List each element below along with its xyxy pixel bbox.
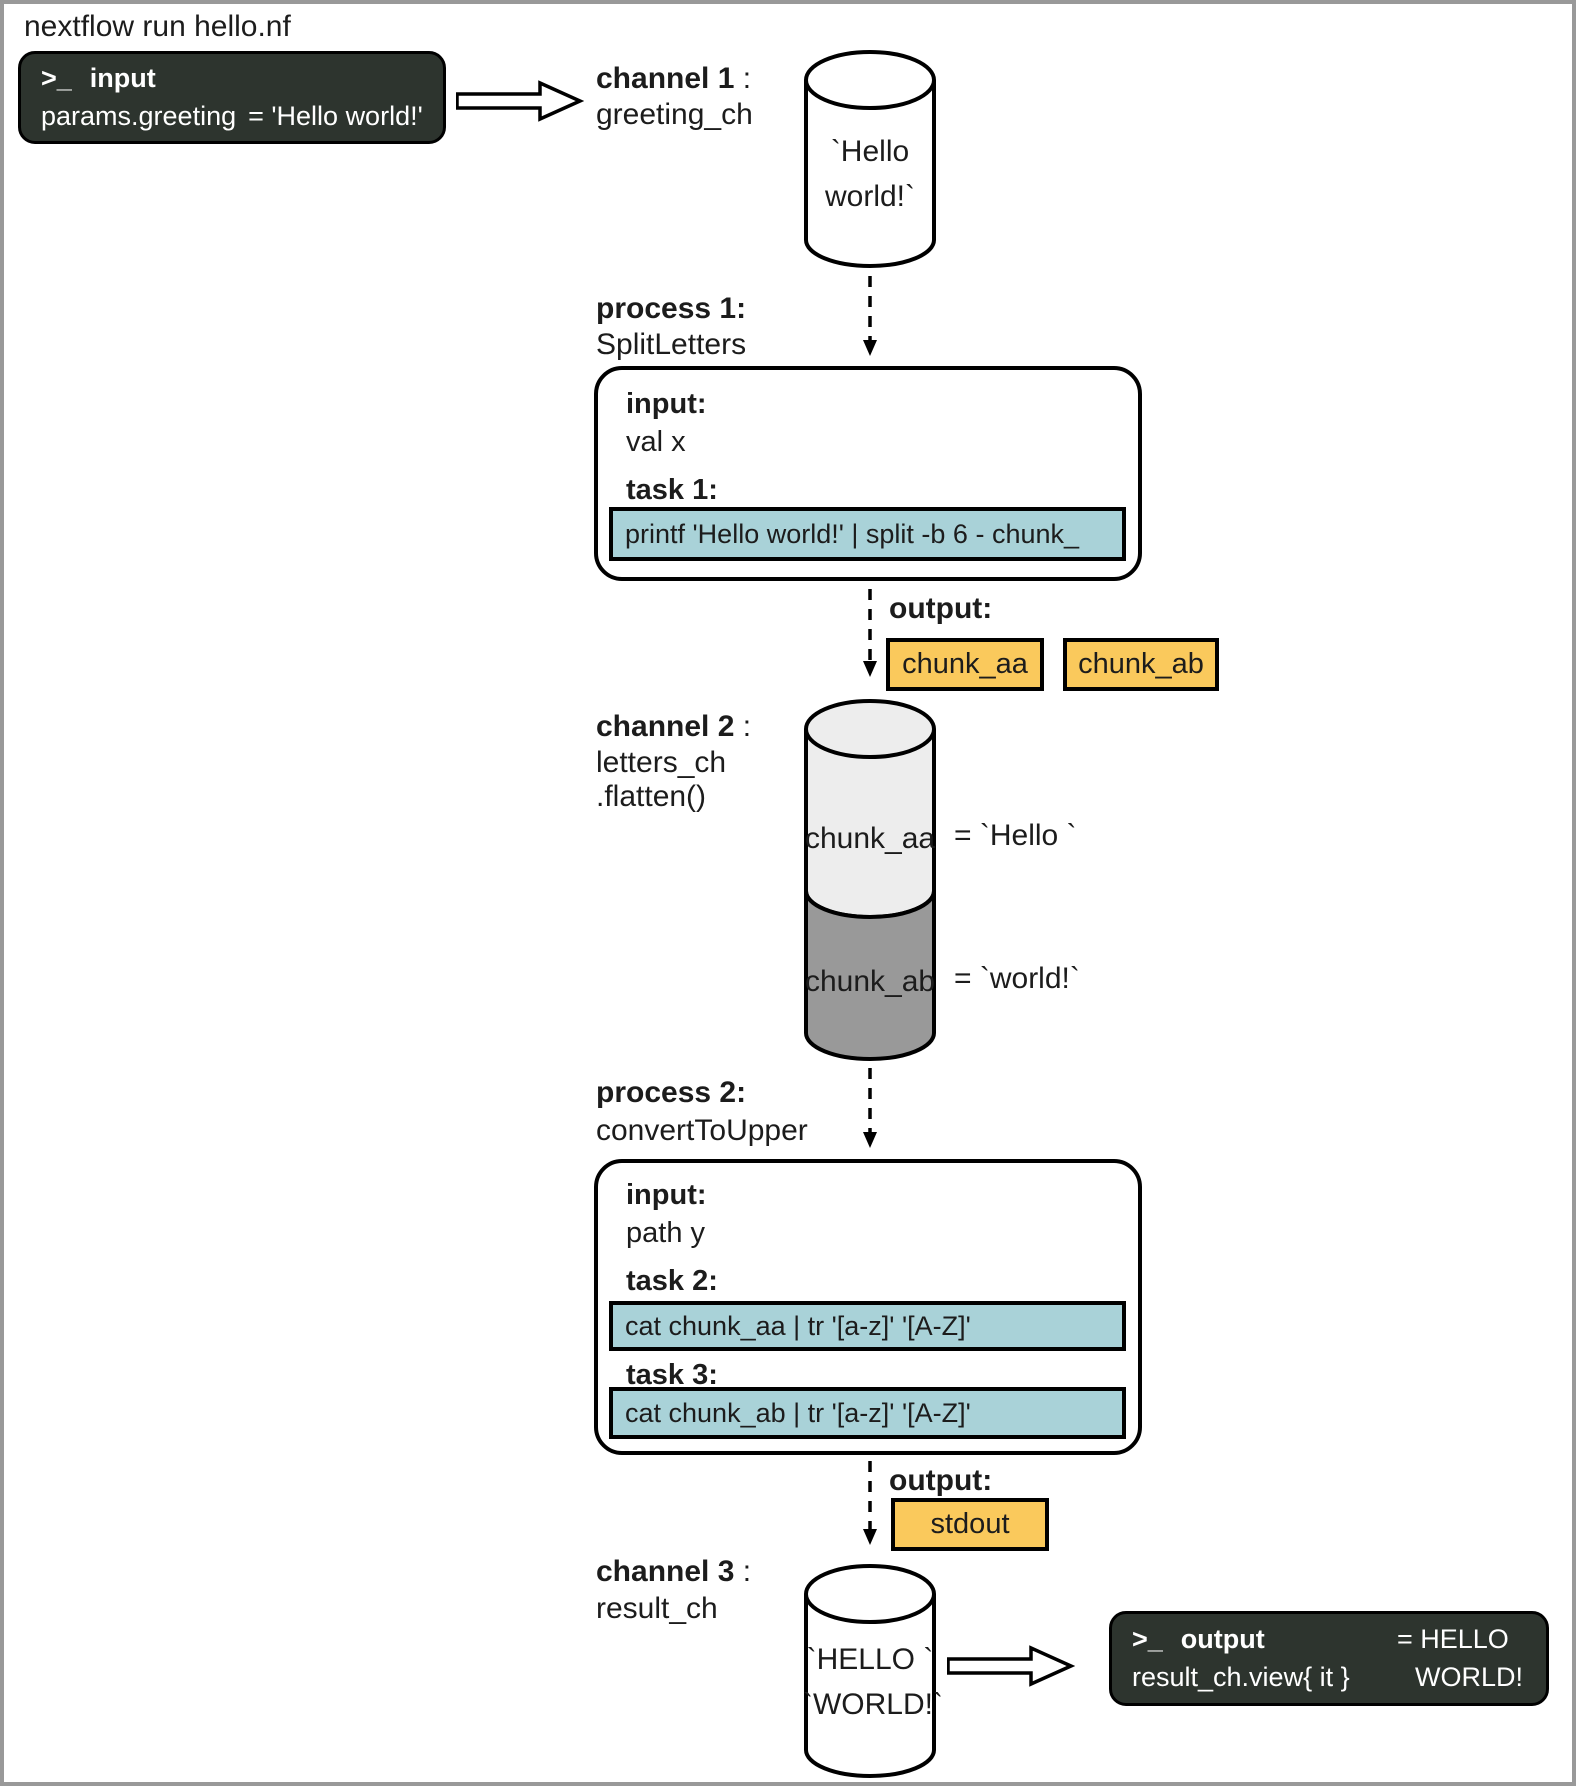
arrow-input-to-channel1-icon <box>456 80 584 122</box>
terminal-prompt-icon: >_ <box>41 63 72 93</box>
output2-label: output: <box>889 1464 993 1497</box>
channel2-item2-value: = `world!` <box>954 962 1080 995</box>
channel2-item2-label: chunk_ab <box>805 965 936 998</box>
channel2-operator: .flatten() <box>596 780 707 813</box>
input-terminal-assignment: = 'Hello world!' <box>248 101 423 131</box>
process2-input-label: input: <box>626 1179 707 1211</box>
output-terminal-label: output <box>1180 1624 1265 1654</box>
dashed-arrow-3-icon <box>863 1068 877 1148</box>
output2-stdout-box: stdout <box>891 1498 1049 1551</box>
input-terminal-code: params.greeting <box>41 101 237 131</box>
process1-label: process 1: <box>596 292 747 325</box>
channel3-name: result_ch <box>596 1592 718 1625</box>
dashed-arrow-1-icon <box>863 276 877 356</box>
channel2-item1-label: chunk_aa <box>805 822 936 855</box>
output-terminal-header: >_ output <box>1132 1624 1265 1655</box>
channel1-label: channel 1 : <box>596 62 752 95</box>
output-terminal: >_ output = HELLO result_ch.view{ it } WO… <box>1109 1611 1549 1706</box>
process1-input-label: input: <box>626 388 707 420</box>
dashed-arrow-4-icon <box>863 1461 877 1545</box>
channel1-cylinder-icon <box>804 50 936 268</box>
process1-input-value: val x <box>626 426 686 458</box>
process2-box: input: path y task 2: cat chunk_aa | tr … <box>594 1159 1142 1455</box>
process2-task2-command: cat chunk_aa | tr '[a-z]' '[A-Z]' <box>609 1301 1126 1351</box>
arrow-channel3-to-output-icon <box>947 1645 1075 1687</box>
process2-task3-command: cat chunk_ab | tr '[a-z]' '[A-Z]' <box>609 1387 1126 1439</box>
output-terminal-value-line2: WORLD! <box>1415 1662 1523 1692</box>
channel2-cylinder-icon <box>804 699 936 1061</box>
channel3-cylinder-icon <box>804 1564 936 1778</box>
process1-task1-command: printf 'Hello world!' | split -b 6 - chu… <box>609 507 1126 561</box>
process2-name: convertToUpper <box>596 1114 808 1147</box>
terminal-prompt-icon: >_ <box>1132 1624 1163 1654</box>
channel3-label: channel 3 : <box>596 1555 752 1588</box>
channel2-item1-value: = `Hello ` <box>954 819 1077 852</box>
process1-box: input: val x task 1: printf 'Hello world… <box>594 366 1142 581</box>
channel2-label: channel 2 : <box>596 710 752 743</box>
process1-task1-label: task 1: <box>626 474 718 506</box>
channel2-name: letters_ch <box>596 746 727 779</box>
page-title: nextflow run hello.nf <box>24 10 291 43</box>
process2-task2-label: task 2: <box>626 1265 718 1297</box>
output1-label: output: <box>889 592 993 625</box>
output1-chunk-aa-box: chunk_aa <box>886 638 1044 691</box>
channel3-content: `HELLO ` `WORLD!` <box>803 1643 943 1721</box>
output1-chunk-ab-box: chunk_ab <box>1063 638 1219 691</box>
channel1-content: `Hello world!` <box>824 135 915 213</box>
process2-task3-label: task 3: <box>626 1359 718 1391</box>
output-terminal-value-line1: = HELLO <box>1397 1624 1509 1654</box>
process2-label: process 2: <box>596 1076 747 1109</box>
input-terminal-header: >_ input <box>41 63 156 94</box>
output-terminal-code: result_ch.view{ it } <box>1132 1662 1350 1692</box>
input-terminal: >_ input params.greeting = 'Hello world!' <box>18 51 446 144</box>
channel1-name: greeting_ch <box>596 98 753 131</box>
process2-input-value: path y <box>626 1217 705 1249</box>
process1-name: SplitLetters <box>596 328 747 361</box>
input-terminal-code-line: params.greeting = 'Hello world!' <box>41 101 423 132</box>
input-terminal-label: input <box>89 63 156 93</box>
dashed-arrow-2-icon <box>863 589 877 677</box>
